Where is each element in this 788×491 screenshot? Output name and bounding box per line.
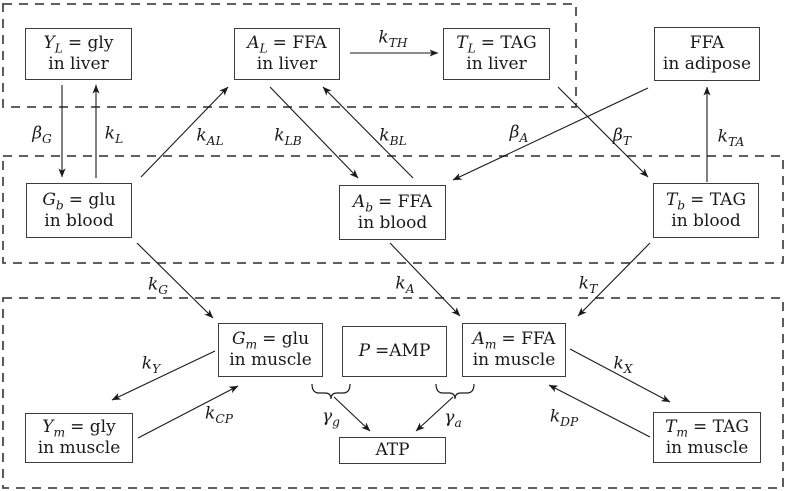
node-line1: ATP bbox=[375, 440, 410, 461]
node-YL-glycogen-liver: YL= gly in liver bbox=[25, 28, 132, 80]
rate-label-k-L: kL bbox=[104, 123, 124, 146]
rate-label-beta-G: βG bbox=[32, 123, 52, 146]
arrow-gamma-a bbox=[415, 396, 454, 432]
rate-label-beta-T: βT bbox=[613, 125, 631, 148]
node-line2: in muscle bbox=[37, 438, 121, 458]
node-line2: in muscle bbox=[665, 437, 749, 458]
node-line1: Gb= glu bbox=[42, 189, 116, 213]
node-line2: in muscle bbox=[472, 350, 556, 370]
node-line1: AL= FFA bbox=[247, 33, 327, 56]
rate-label-k-TA: kTA bbox=[717, 126, 745, 149]
arrow-k-A bbox=[389, 242, 461, 317]
node-line2: in muscle bbox=[229, 350, 312, 370]
node-line2: in liver bbox=[466, 54, 527, 74]
rate-label-k-X: kX bbox=[613, 353, 633, 376]
node-line1: Am= FFA bbox=[472, 329, 556, 352]
node-line2: in liver bbox=[48, 54, 109, 74]
node-line2: in blood bbox=[44, 210, 114, 231]
blood-compartment-outline bbox=[2, 155, 784, 264]
rate-label-k-BL: kBL bbox=[379, 125, 407, 148]
node-Ab-ffa-blood: Ab= FFA in blood bbox=[339, 185, 446, 240]
node-AL-ffa-liver: AL= FFA in liver bbox=[234, 28, 340, 80]
arrow-k-G bbox=[136, 242, 214, 319]
rate-label-gamma-a: γa bbox=[444, 407, 462, 430]
node-line1: YL= gly bbox=[43, 33, 114, 56]
rate-label-k-AL: kAL bbox=[196, 125, 224, 148]
node-Am-ffa-muscle: Am= FFA in muscle bbox=[462, 323, 566, 377]
rate-label-k-T: kT bbox=[578, 273, 598, 296]
rate-label-k-TH: kTH bbox=[378, 27, 408, 50]
node-Gm-glucose-muscle: Gm= glu in muscle bbox=[218, 323, 323, 377]
arrow-k-BL bbox=[322, 86, 414, 179]
arrow-k-LB bbox=[269, 86, 359, 179]
node-line2: in blood bbox=[357, 212, 428, 233]
arrow-k-AL bbox=[140, 86, 229, 178]
rate-label-k-LB: kLB bbox=[274, 125, 302, 148]
arrow-k-T bbox=[577, 242, 651, 317]
node-line2: in liver bbox=[256, 54, 318, 74]
rate-label-k-DP: kDP bbox=[549, 406, 579, 429]
node-TL-tag-liver: TL= TAG in liver bbox=[443, 28, 550, 80]
rate-label-k-G: kG bbox=[147, 274, 169, 297]
node-line2: in blood bbox=[671, 210, 741, 231]
arrow-gamma-g bbox=[333, 396, 371, 432]
rate-label-k-Y: kY bbox=[141, 353, 161, 376]
rate-label-beta-A: βA bbox=[509, 122, 529, 145]
node-ffa-adipose: FFA in adipose bbox=[654, 27, 760, 81]
node-line1: FFA bbox=[689, 33, 725, 54]
arrow-k-CP bbox=[137, 385, 239, 439]
node-line1: Ab= FFA bbox=[352, 191, 433, 215]
node-Gb-glucose-blood: Gb= glu in blood bbox=[26, 183, 132, 238]
node-atp: ATP bbox=[339, 437, 446, 464]
arrow-k-DP bbox=[548, 384, 651, 438]
node-line1: Gm= glu bbox=[231, 329, 310, 352]
rate-label-k-CP: kCP bbox=[205, 403, 233, 426]
arrow-k-X bbox=[569, 348, 671, 403]
node-line1: TL= TAG bbox=[456, 33, 537, 56]
node-P-amp: P=AMP bbox=[342, 326, 447, 377]
arrow-beta-A bbox=[452, 87, 649, 181]
underbrace-gm-p bbox=[311, 383, 351, 400]
node-line1: Ym= gly bbox=[42, 417, 116, 440]
node-line1: Tm= TAG bbox=[665, 416, 749, 440]
node-line1: P=AMP bbox=[358, 341, 431, 362]
underbrace-p-am bbox=[435, 383, 475, 400]
node-line2: in adipose bbox=[662, 54, 752, 74]
rate-label-k-A: kA bbox=[395, 273, 415, 296]
arrow-k-Y bbox=[111, 350, 216, 401]
muscle-compartment-outline bbox=[2, 297, 784, 489]
node-Tm-tag-muscle: Tm= TAG in muscle bbox=[653, 412, 761, 463]
node-line1: Tb= TAG bbox=[665, 189, 747, 213]
node-Ym-glycogen-muscle: Ym= gly in muscle bbox=[25, 413, 133, 463]
rate-label-gamma-g: γg bbox=[321, 406, 341, 429]
node-Tb-tag-blood: Tb= TAG in blood bbox=[653, 183, 759, 238]
arrow-beta-T bbox=[557, 86, 649, 178]
